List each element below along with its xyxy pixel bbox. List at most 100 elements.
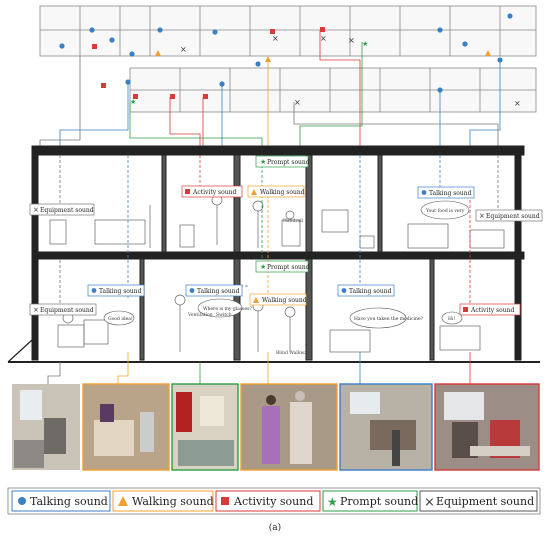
talking-marker [59,43,65,49]
legend-activity-label: Activity sound [233,495,313,508]
talking-lower-a-label: Talking sound [99,288,142,295]
equipment-upper-right-label: Equipment sound [486,213,540,220]
photo-4 [240,383,338,471]
section-building [7,145,540,363]
activity-lower-label: Activity sound [470,307,514,314]
activity-marker [92,44,97,49]
equipment-marker: × [294,98,301,107]
talking-marker [462,41,468,47]
callout-activity-lower: Activity sound [459,303,521,316]
photo-1 [12,384,80,470]
legend-walking: Walking sound [112,490,214,512]
walking-upper-label: Walking sound [260,189,305,196]
equipment-marker: × [514,99,521,108]
prompt-marker: ★ [130,98,136,106]
room-sketches [49,194,505,353]
callout-talking-upper: Talking sound [417,186,475,199]
bubble-glasses: Where is my glasses? [203,306,252,312]
ventilation-annotation: Ventilation [187,312,213,318]
activity-marker [133,94,138,99]
equipment-marker: × [180,45,187,54]
callout-prompt-upper: ★ Prompt sound [255,155,310,168]
legend-talking-label: Talking sound [30,495,108,508]
walking-marker [485,50,491,56]
legend-talking: Talking sound [11,490,111,512]
photo-6 [434,383,540,471]
circle-icon [18,497,26,505]
svg-text:★: ★ [260,263,266,271]
legend-prompt: ★ Prompt sound [322,490,418,512]
connector-lines [39,30,501,150]
talking-marker [109,37,115,43]
svg-text:×: × [33,306,39,314]
blind-walkway-annotation: Blind Walkway [276,350,310,356]
triangle-icon [118,496,128,506]
photo-3 [171,383,239,471]
svg-text:★: ★ [260,158,266,166]
callout-equipment-lower: × Equipment sound [29,303,97,316]
photo-strip [12,383,540,471]
speech-bubbles: Good idea! Where is my glasses? Have you… [103,200,470,329]
callout-talking-lower-b: Talking sound [185,284,243,297]
callout-talking-lower-a: Talking sound [87,284,145,297]
equipment-marker: × [320,34,327,43]
activity-marker [203,94,208,99]
talking-marker [437,27,443,33]
svg-text:×: × [479,212,485,220]
talking-marker [507,13,513,19]
talking-marker [157,27,163,33]
activity-marker [101,83,106,88]
cross-icon: × [424,495,435,510]
talking-marker [129,51,135,57]
bubble-medicine: Have you taken the medicine? [354,316,424,322]
walking-lower-label: Walking sound [262,297,307,304]
callout-walking-upper: Walking sound [247,185,305,198]
switch-annotation: Switch [216,312,232,318]
figure-caption: (a) [269,522,281,533]
activity-marker [170,94,175,99]
callout-equipment-upper-right: × Equipment sound [475,209,543,222]
square-icon [221,497,229,505]
walking-marker [155,50,161,56]
star-icon: ★ [327,495,338,509]
photo-5 [339,383,433,471]
callout-activity-upper: Activity sound [181,185,243,198]
floor-plan [39,5,537,113]
talking-lower-c-label: Talking sound [349,288,392,295]
svg-text:×: × [33,206,39,214]
plan-markers: ★ ★ × × × × × × [59,13,521,108]
legend: Talking sound Walking sound Activity sou… [7,487,541,515]
talking-marker [89,27,95,33]
talking-lower-b-label: Talking sound [197,288,240,295]
prompt-marker: ★ [362,40,368,48]
callout-talking-lower-c: Talking sound [337,284,395,297]
legend-equipment: × Equipment sound [419,490,538,512]
legend-prompt-label: Prompt sound [340,495,418,508]
activity-marker [270,29,275,34]
photo-connectors [47,352,471,384]
photo-2 [82,383,170,471]
bubble-hi: Hi! [448,316,455,322]
legend-equipment-label: Equipment sound [436,495,534,508]
bubble-food: Your food is very [425,208,465,214]
equipment-lower-label: Equipment sound [40,307,94,314]
equipment-marker: × [272,34,279,43]
legend-activity: Activity sound [215,490,321,512]
talking-upper-label: Talking sound [429,190,472,197]
talking-marker [212,29,218,35]
walking-marker [265,56,271,62]
activity-upper-label: Activity sound [192,189,236,196]
callout-equipment-upper-left: × Equipment sound [29,203,95,216]
sketch-annotations: Handrail Ventilation Switch Blind Walkwa… [187,218,310,356]
equipment-upper-left-label: Equipment sound [40,207,94,214]
legend-walking-label: Walking sound [132,495,214,508]
handrail-annotation: Handrail [283,218,304,224]
bubble-good-idea: Good idea! [108,316,133,322]
equipment-marker: × [348,36,355,45]
prompt-upper-label: Prompt sound [267,159,310,166]
prompt-lower-label: Prompt sound [267,264,310,271]
callout-walking-lower: Walking sound [249,293,307,306]
activity-marker [320,27,325,32]
talking-marker [255,61,261,67]
